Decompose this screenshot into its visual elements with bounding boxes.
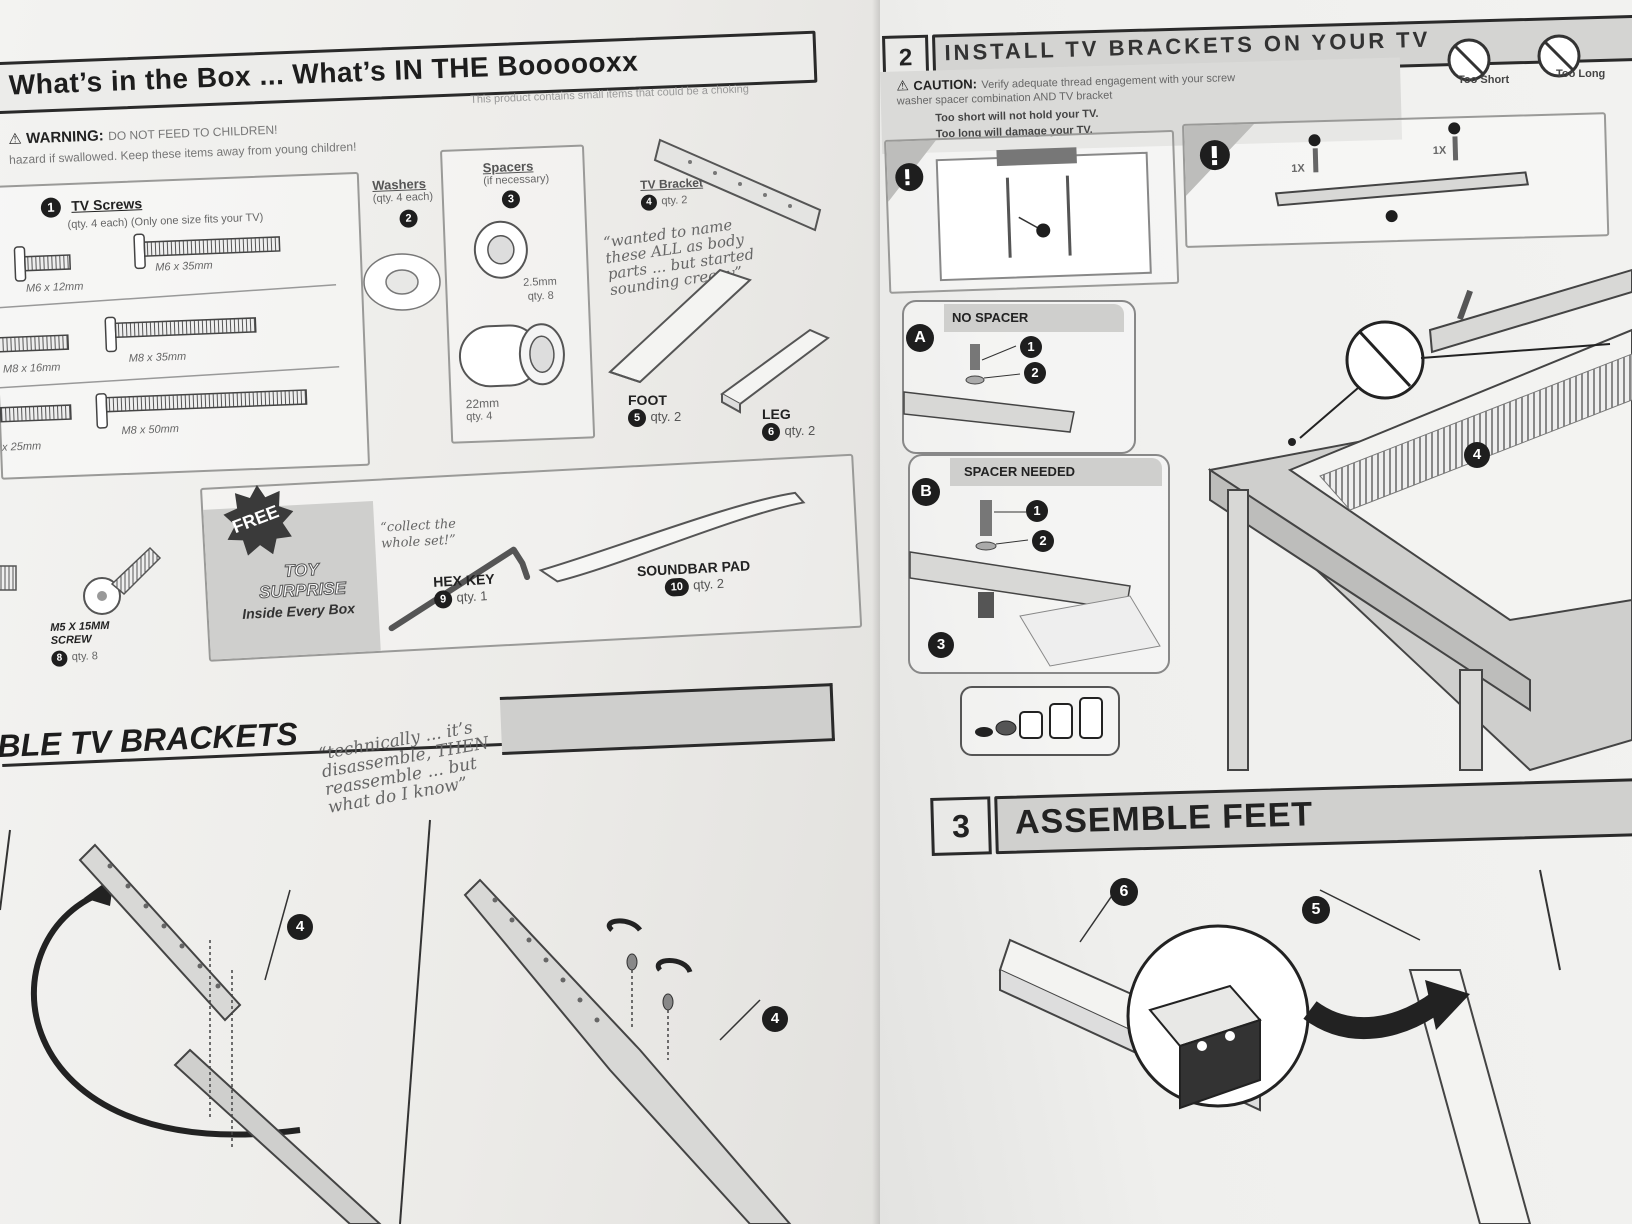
m5-screw-drawing bbox=[83, 546, 162, 615]
disassemble-callout-4a: 4 bbox=[287, 914, 313, 940]
right-page: 2 INSTALL TV BRACKETS ON YOUR TV ⚠ CAUTI… bbox=[880, 0, 1632, 1224]
m5-screw-qty: qty. 8 bbox=[71, 650, 99, 664]
box-title-band: What’s in the Box ... What’s IN THE Booo… bbox=[0, 30, 841, 115]
soundbar-pad-item: SOUNDBAR PAD 10 qty. 2 bbox=[637, 557, 752, 598]
toy-surprise-text: TOY SURPRISE bbox=[258, 559, 347, 603]
spacer-options-panel bbox=[960, 686, 1120, 756]
m5-screw-label: M5 X 15MM SCREW bbox=[50, 619, 110, 647]
tv-bracket-label: TV Bracket 4 qty. 2 bbox=[640, 176, 704, 211]
soundbar-pad-qty: qty. 2 bbox=[692, 575, 725, 593]
hex-key-qty: qty. 1 bbox=[456, 588, 488, 605]
spacer-needed-letter: B bbox=[912, 478, 940, 506]
hex-key-callout-9: 9 bbox=[433, 589, 453, 609]
screw-m8-50: M8 x 50mm bbox=[121, 422, 180, 438]
no-spacer-callout-2: 2 bbox=[1024, 362, 1046, 384]
tv-on-table-drawing bbox=[1207, 268, 1632, 772]
assemble-feet-drawing bbox=[998, 869, 1561, 1224]
warning-block: ⚠ WARNING: DO NOT FEED TO CHILDREN! haza… bbox=[8, 102, 749, 167]
spacer-small-size: 2.5mm bbox=[522, 275, 557, 289]
feet-callout-6: 6 bbox=[1110, 878, 1138, 906]
hex-key-label: HEX KEY bbox=[432, 570, 496, 590]
warning-icon: ⚠ bbox=[8, 130, 23, 148]
spacer-callout-2: 2 bbox=[1032, 530, 1054, 552]
foot-drawing bbox=[608, 268, 752, 384]
spacer-callout-1: 1 bbox=[1026, 500, 1048, 522]
soundbar-callout-10: 10 bbox=[664, 577, 690, 597]
spacers-panel: Spacers (if necessary) 3 2.5mm qty. 8 22… bbox=[440, 144, 596, 444]
feet-callout-5: 5 bbox=[1302, 896, 1330, 924]
tv-bracket-title: TV Bracket bbox=[640, 175, 704, 192]
tv-screws-panel: 1 TV Screws (qty. 4 each) (Only one size… bbox=[0, 171, 371, 480]
spacer-small-qty: qty. 8 bbox=[527, 289, 555, 303]
caution-icon: ⚠ bbox=[896, 77, 910, 94]
foot-callout-5: 5 bbox=[628, 409, 646, 427]
qty-1x-a: 1X bbox=[1291, 162, 1305, 175]
spacer-needed-panel: B SPACER NEEDED 1 2 3 bbox=[908, 454, 1170, 674]
warning-label: WARNING: bbox=[25, 127, 105, 148]
screw-x-25: x 25mm bbox=[1, 440, 42, 454]
leg-item: LEG 6 qty. 2 bbox=[762, 406, 815, 441]
m5-callout-8: 8 bbox=[51, 650, 68, 667]
leg-qty: qty. 2 bbox=[784, 423, 816, 438]
caution-text: Verify adequate thread engagement with y… bbox=[981, 72, 1236, 92]
hex-key-drawing bbox=[388, 546, 531, 632]
no-spacer-drawing bbox=[903, 344, 1075, 433]
spacer-options-drawing bbox=[975, 697, 1103, 739]
foot-item: FOOT 5 qty. 2 bbox=[628, 392, 681, 427]
foot-qty: qty. 2 bbox=[650, 409, 682, 424]
qty-1x-b: 1X bbox=[1432, 144, 1447, 158]
tv-bracket-drawing bbox=[653, 138, 822, 232]
bracket-screw-drawing bbox=[1184, 122, 1530, 223]
spacer-needed-label: SPACER NEEDED bbox=[964, 464, 1076, 479]
too-long-label: Too Long bbox=[1556, 68, 1606, 80]
disassemble-callout-4b: 4 bbox=[762, 1006, 788, 1032]
prohibited-icons bbox=[1447, 34, 1581, 82]
hex-key-item: HEX KEY 9 qty. 1 bbox=[433, 571, 496, 609]
washer-callout-2: 2 bbox=[399, 209, 418, 228]
screw-drawings bbox=[0, 233, 340, 429]
accessories-panel: FREE TOY SURPRISE Inside Every Box “coll… bbox=[200, 453, 863, 662]
disassemble-illustration bbox=[0, 819, 792, 1224]
spacer-drawings bbox=[458, 220, 565, 388]
no-spacer-callout-1: 1 bbox=[1020, 336, 1042, 358]
soundbar-pad-drawing bbox=[538, 491, 806, 583]
screw-m8-35: M8 x 35mm bbox=[128, 350, 187, 365]
tv-callout-4: 4 bbox=[1464, 442, 1490, 468]
no-spacer-label: NO SPACER bbox=[952, 310, 1029, 325]
spacer-needed-tab bbox=[950, 458, 1162, 486]
leg-callout-6: 6 bbox=[762, 423, 780, 441]
screw-m8-16: M8 x 16mm bbox=[2, 361, 61, 376]
spacer-callout-3: 3 bbox=[928, 632, 954, 658]
tv-back-drawing bbox=[886, 140, 1152, 282]
screw-m6-12: M6 x 12mm bbox=[25, 280, 84, 295]
too-short-label: Too Short bbox=[1458, 74, 1510, 86]
washer-drawing bbox=[363, 253, 441, 311]
no-spacer-letter: A bbox=[906, 324, 934, 352]
m5-screw-item: M5 X 15MM SCREW 8 qty. 8 bbox=[50, 618, 152, 667]
step3-title: ASSEMBLE FEET bbox=[1014, 795, 1314, 842]
leg-label: LEG bbox=[762, 406, 791, 422]
no-spacer-tab bbox=[944, 304, 1124, 332]
screw-m6-35: M6 x 35mm bbox=[155, 259, 213, 274]
partial-screw-drawing bbox=[0, 565, 17, 591]
caution-label: CAUTION: bbox=[913, 76, 978, 94]
spacer-large-size: 22mm bbox=[465, 395, 500, 412]
leg-drawing bbox=[720, 328, 830, 414]
tv-bracket-qty: qty. 2 bbox=[661, 194, 688, 208]
foot-label: FOOT bbox=[628, 392, 667, 408]
tv-back-panel bbox=[884, 129, 1180, 294]
bracket-callout-4: 4 bbox=[640, 194, 658, 211]
step3-header: 3 ASSEMBLE FEET bbox=[930, 770, 1632, 856]
too-short-note: Too short will not hold your TV. bbox=[935, 107, 1099, 125]
no-spacer-panel: A NO SPACER 1 2 bbox=[902, 300, 1136, 454]
disassemble-title: BLE TV BRACKETS bbox=[0, 715, 299, 765]
warning-text: DO NOT FEED TO CHILDREN! bbox=[107, 122, 278, 144]
spacer-needed-drawing bbox=[909, 500, 1161, 667]
left-page: What’s in the Box ... What’s IN THE Booo… bbox=[0, 0, 880, 1224]
step3-number: 3 bbox=[930, 796, 992, 856]
spacer-large-qty: qty. 4 bbox=[466, 410, 493, 424]
bracket-screw-panel: 1X 1X bbox=[1182, 112, 1610, 248]
disassemble-bar bbox=[499, 683, 835, 756]
